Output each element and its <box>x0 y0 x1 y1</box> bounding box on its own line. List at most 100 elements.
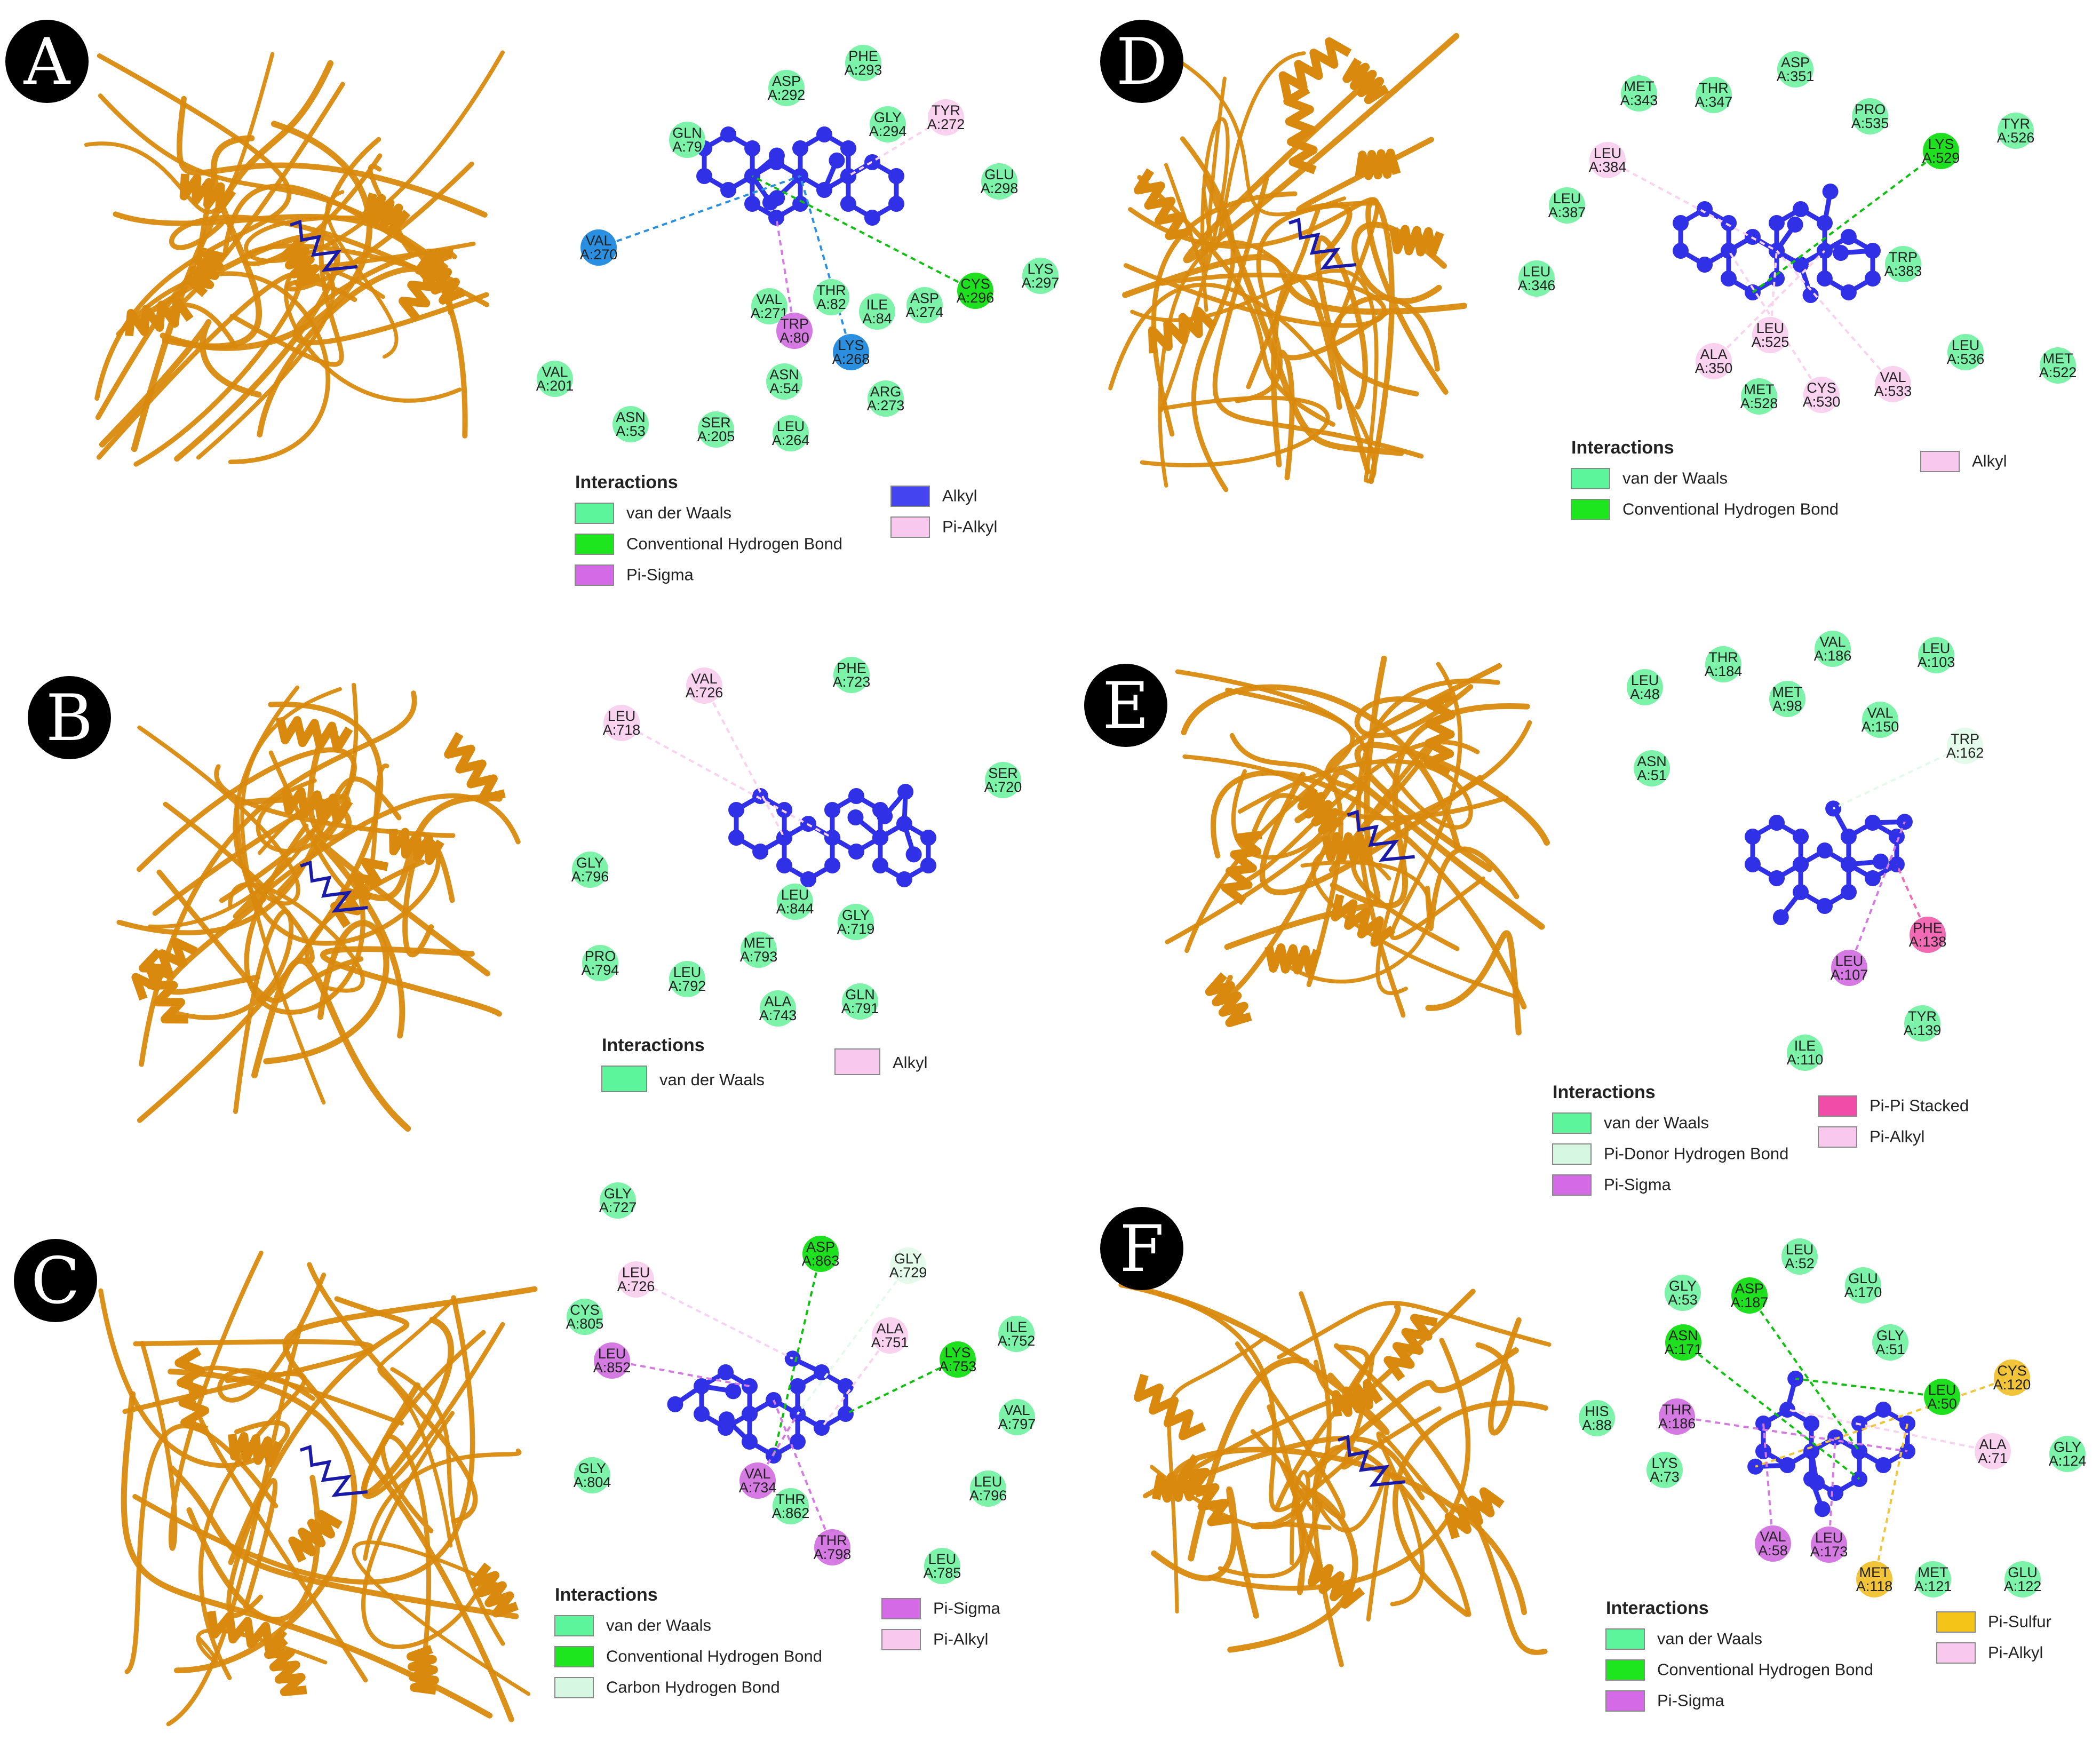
residue-disc <box>1904 1005 1940 1042</box>
protein-helix <box>1383 1314 1438 1381</box>
protein-ribbon <box>1330 295 1440 396</box>
interaction-line <box>1676 1416 1908 1452</box>
protein-helix <box>179 173 236 213</box>
protein-ribbon <box>1165 669 1371 944</box>
residue-disc <box>1589 142 1626 178</box>
interaction-line <box>773 1400 833 1548</box>
interaction-line <box>611 1360 750 1387</box>
legend-title: Interactions <box>1571 438 1674 458</box>
ligand-atom <box>1817 842 1833 858</box>
residue-disc <box>1752 317 1788 353</box>
legend-swatch <box>1605 1690 1645 1712</box>
ligand-atom <box>1769 271 1785 287</box>
residue-disc <box>1621 75 1657 112</box>
residue-disc <box>1518 260 1555 297</box>
residue-disc <box>1665 1275 1701 1311</box>
residue-disc <box>859 293 895 330</box>
ligand-atom <box>720 126 737 142</box>
residue-disc <box>1923 133 1959 169</box>
protein-ribbon <box>1376 1431 1449 1607</box>
residue-disc <box>998 1316 1035 1352</box>
residue-disc <box>1781 1238 1818 1275</box>
protein-helix <box>1148 306 1217 354</box>
protein-helix <box>362 192 411 233</box>
protein-ribbon <box>1203 174 1404 456</box>
protein-ribbon <box>1306 1347 1519 1478</box>
protein-ribbon <box>1229 733 1343 988</box>
ligand-atom <box>1720 271 1737 287</box>
ligand-atom <box>1772 909 1789 926</box>
protein-helix <box>444 732 506 804</box>
protein-ribbon <box>1227 1488 1358 1653</box>
ligand-atom <box>744 168 760 184</box>
protein-helix <box>1355 148 1401 180</box>
legend-swatch <box>1605 1628 1645 1650</box>
ligand-atom <box>694 1378 710 1394</box>
ligand-atom <box>1769 870 1785 886</box>
ligand-atom <box>1792 257 1809 273</box>
residue-disc <box>928 99 964 136</box>
ligand-atom <box>762 194 778 211</box>
ligand-atom <box>1864 815 1881 831</box>
ligand-atom <box>776 802 793 818</box>
protein-structure <box>1108 33 1467 492</box>
protein-ribbon <box>96 272 303 467</box>
residue-disc <box>1831 950 1867 986</box>
panel-letter-badge: F <box>1100 1207 1183 1290</box>
residue-disc <box>814 1529 850 1565</box>
residue-disc <box>1872 1324 1908 1361</box>
protein-ribbon <box>1475 1317 1522 1436</box>
legend-swatch <box>890 486 930 507</box>
residue-disc <box>1696 77 1732 113</box>
protein-ribbon <box>198 1371 307 1680</box>
ligand-atom <box>1779 1457 1796 1473</box>
legend-label: van der Waals <box>1657 1629 1762 1648</box>
legend-title: Interactions <box>555 1585 658 1605</box>
protein-ribbon <box>166 1325 303 1727</box>
residue-disc <box>603 705 640 741</box>
ligand-atom <box>1792 201 1809 217</box>
residue-disc <box>582 945 618 981</box>
residue-disc <box>612 406 649 442</box>
residue-disc <box>802 1236 839 1272</box>
legend-title: Interactions <box>1553 1082 1656 1102</box>
residue-disc <box>1777 51 1813 88</box>
interaction-line <box>1776 250 1894 385</box>
protein-ribbon <box>1181 684 1461 852</box>
residue-disc <box>1022 258 1059 294</box>
residue-disc <box>1947 334 1984 370</box>
ligand-atom <box>897 784 914 800</box>
